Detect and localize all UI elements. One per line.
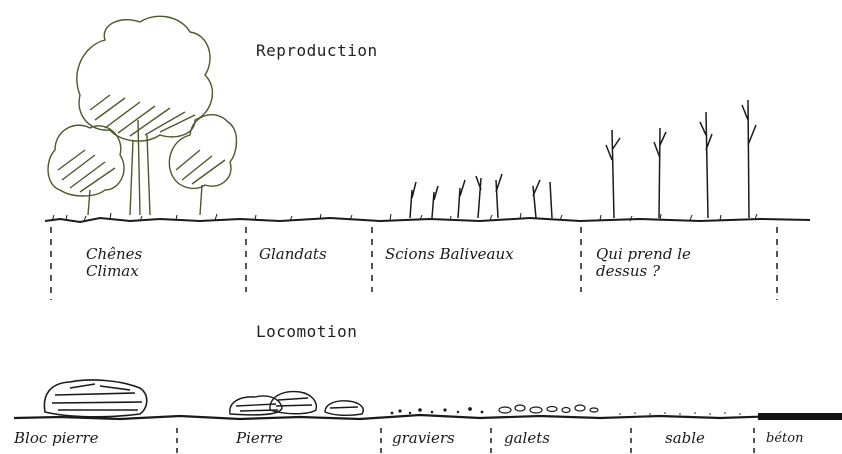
stones	[230, 392, 363, 416]
label-sable: sable	[665, 430, 705, 447]
label-galets: galets	[504, 430, 550, 447]
label-qui-prend-le-dessus: Qui prend le dessus ?	[596, 246, 726, 281]
tall-stems	[606, 100, 756, 218]
label-graviers: graviers	[392, 430, 455, 447]
locomotion-ground-line	[14, 415, 842, 419]
label-scions-baliveaux: Scions Baliveaux	[385, 246, 514, 263]
concrete-slab	[758, 413, 842, 420]
label-chenes-climax: Chênes Climax	[86, 246, 186, 281]
gravel	[391, 407, 484, 414]
pebbles	[499, 405, 598, 413]
reproduction-ground-line	[45, 218, 810, 222]
label-beton: béton	[766, 432, 803, 447]
label-pierre: Pierre	[236, 430, 283, 447]
label-glandats: Glandats	[259, 246, 327, 263]
boulder	[44, 380, 146, 417]
sand	[619, 412, 741, 415]
label-bloc-pierre: Bloc pierre	[14, 430, 99, 447]
oak-trees	[48, 16, 236, 215]
saplings	[410, 174, 552, 218]
